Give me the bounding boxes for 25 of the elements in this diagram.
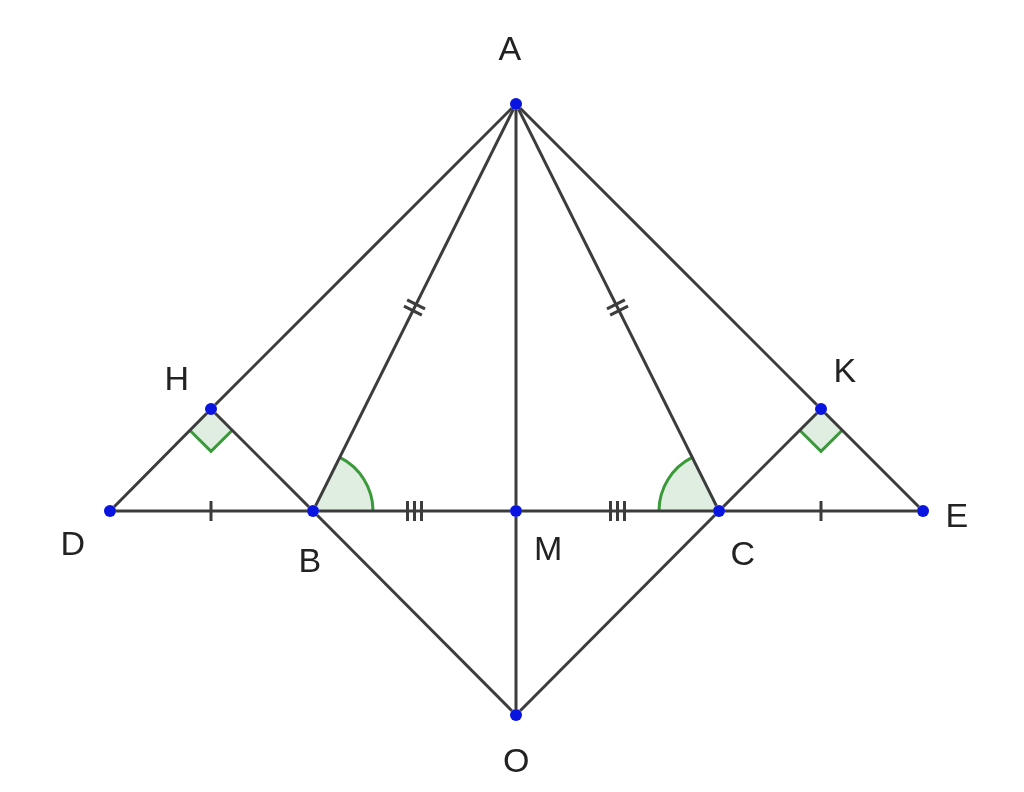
line-segment xyxy=(314,108,515,507)
line-segment xyxy=(517,108,718,507)
point-label: B xyxy=(298,543,322,577)
point-label: K xyxy=(833,353,857,387)
point-label: C xyxy=(730,536,756,570)
line-segment xyxy=(519,107,818,406)
line-segment xyxy=(522,509,713,513)
line-segment xyxy=(214,412,310,508)
line-segment xyxy=(113,412,208,508)
line-segment xyxy=(514,517,518,709)
point-label: A xyxy=(498,31,522,65)
line-segment xyxy=(722,412,818,508)
line-segment xyxy=(514,110,518,505)
line-segment xyxy=(519,514,716,712)
line-segment xyxy=(116,509,307,513)
point-label: D xyxy=(60,526,86,560)
line-segment xyxy=(824,412,920,508)
point-label: O xyxy=(503,743,530,777)
point-label: H xyxy=(164,361,190,395)
line-segment xyxy=(319,509,510,513)
line-segment xyxy=(725,509,917,513)
line-segment xyxy=(214,107,513,406)
line-segment xyxy=(316,514,513,712)
point-label: E xyxy=(945,498,969,532)
point-label: M xyxy=(534,531,563,565)
